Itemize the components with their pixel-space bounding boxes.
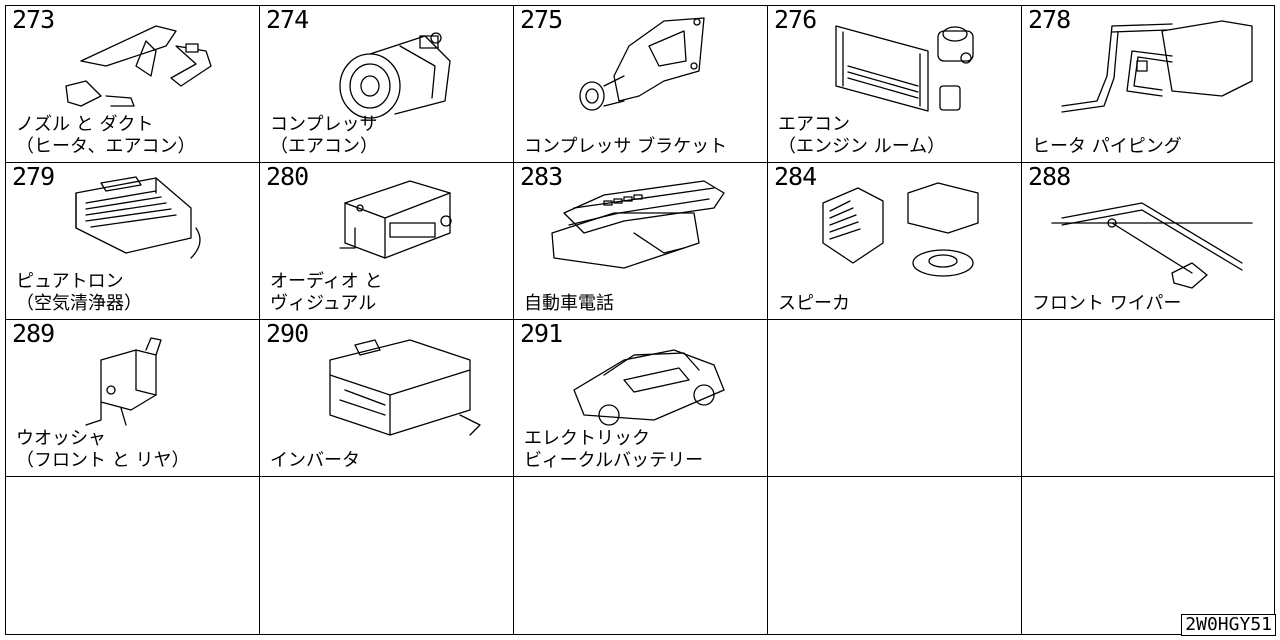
- grid-divider: [513, 5, 514, 635]
- catalog-cell-288[interactable]: 288 フロント ワイパー: [1022, 163, 1275, 319]
- grid-divider: [5, 476, 1275, 477]
- heater-piping-icon: [1061, 20, 1253, 113]
- part-group-number: 288: [1028, 163, 1071, 191]
- grid-divider: [5, 5, 6, 635]
- empty-cell: [6, 477, 259, 633]
- grid-divider: [5, 162, 1275, 163]
- part-group-label-line2: （ヒータ、エアコン）: [16, 136, 196, 157]
- part-group-label-line2: スピーカ: [778, 293, 850, 314]
- part-group-label-line2: ヒータ パイピング: [1032, 136, 1182, 157]
- condenser-icon: [835, 25, 974, 112]
- part-group-label-line1: コンプレッサ: [270, 114, 378, 135]
- catalog-cell-273[interactable]: 273 ノズル と ダクト（ヒータ、エアコン）: [6, 6, 259, 162]
- compressor-bracket-icon: [579, 17, 705, 111]
- catalog-cell-289[interactable]: 289 ウオッシャ（フロント と リヤ）: [6, 320, 259, 476]
- grid-divider: [5, 5, 1275, 6]
- part-group-number: 289: [12, 320, 55, 348]
- part-group-number: 275: [520, 6, 563, 34]
- catalog-cell-283[interactable]: 283 自動車電話: [514, 163, 767, 319]
- catalog-cell-279[interactable]: 279 ピュアトロン（空気清浄器）: [6, 163, 259, 319]
- part-group-label-line1: エアコン: [778, 114, 850, 135]
- compressor-icon: [339, 32, 451, 119]
- part-group-number: 280: [266, 163, 309, 191]
- grid-divider: [5, 319, 1275, 320]
- vehicle-battery-car-icon: [573, 349, 725, 426]
- grid-divider: [1021, 5, 1022, 635]
- part-group-label-line2: ヴィジュアル: [270, 293, 377, 314]
- washer-tank-icon: [85, 337, 162, 426]
- part-group-label-line1: オーディオ と: [270, 271, 383, 292]
- inverter-icon: [329, 339, 481, 436]
- part-group-label-line1: ウオッシャ: [16, 428, 106, 449]
- catalog-cell-280[interactable]: 280 オーディオ とヴィジュアル: [260, 163, 513, 319]
- part-group-label-line2: （エンジン ルーム）: [778, 136, 946, 157]
- empty-cell: [260, 477, 513, 633]
- catalog-cell-291[interactable]: 291 エレクトリックビィークルバッテリー: [514, 320, 767, 476]
- parts-catalog-grid: 273 ノズル と ダクト（ヒータ、エアコン） 274 コンプレッサ（エアコン） 2…: [5, 5, 1275, 635]
- part-group-number: 283: [520, 163, 563, 191]
- speaker-icon: [822, 182, 979, 277]
- part-group-number: 290: [266, 320, 309, 348]
- part-group-label-line2: （フロント と リヤ）: [16, 450, 190, 471]
- catalog-code: 2W0HGY51: [1181, 614, 1276, 636]
- empty-cell: [1022, 477, 1275, 633]
- grid-divider: [767, 5, 768, 635]
- empty-cell: [514, 477, 767, 633]
- part-group-number: 291: [520, 320, 563, 348]
- part-group-label-line2: ビィークルバッテリー: [524, 450, 704, 471]
- catalog-cell-275[interactable]: 275 コンプレッサ ブラケット: [514, 6, 767, 162]
- part-group-number: 274: [266, 6, 309, 34]
- empty-cell: [1022, 320, 1275, 476]
- grid-divider: [259, 5, 260, 635]
- catalog-cell-274[interactable]: 274 コンプレッサ（エアコン）: [260, 6, 513, 162]
- part-group-number: 284: [774, 163, 817, 191]
- catalog-cell-290[interactable]: 290 インバータ: [260, 320, 513, 476]
- part-group-label-line2: （空気清浄器）: [16, 293, 142, 314]
- wiper-icon: [1051, 202, 1253, 289]
- part-group-number: 273: [12, 6, 55, 34]
- empty-cell: [768, 320, 1021, 476]
- part-group-number: 276: [774, 6, 817, 34]
- part-group-label-line2: フロント ワイパー: [1032, 293, 1182, 314]
- empty-cell: [768, 477, 1021, 633]
- air-purifier-icon: [75, 176, 201, 259]
- part-group-label-line2: （エアコン）: [270, 136, 378, 157]
- part-group-label-line1: エレクトリック: [524, 428, 650, 449]
- part-group-label-line1: ノズル と ダクト: [16, 114, 154, 135]
- part-group-label-line1: ピュアトロン: [16, 271, 124, 292]
- catalog-cell-284[interactable]: 284 スピーカ: [768, 163, 1021, 319]
- grid-divider: [5, 634, 1275, 635]
- part-group-label-line2: インバータ: [270, 450, 360, 471]
- catalog-cell-276[interactable]: 276 エアコン（エンジン ルーム）: [768, 6, 1021, 162]
- catalog-cell-278[interactable]: 278 ヒータ パイピング: [1022, 6, 1275, 162]
- part-group-number: 279: [12, 163, 55, 191]
- grid-divider: [1274, 5, 1275, 635]
- part-group-label-line2: 自動車電話: [524, 293, 614, 314]
- car-phone-icon: [551, 180, 725, 269]
- part-group-label-line2: コンプレッサ ブラケット: [524, 136, 728, 157]
- part-group-number: 278: [1028, 6, 1071, 34]
- audio-unit-icon: [339, 180, 452, 259]
- nozzle-duct-icon: [65, 25, 212, 107]
